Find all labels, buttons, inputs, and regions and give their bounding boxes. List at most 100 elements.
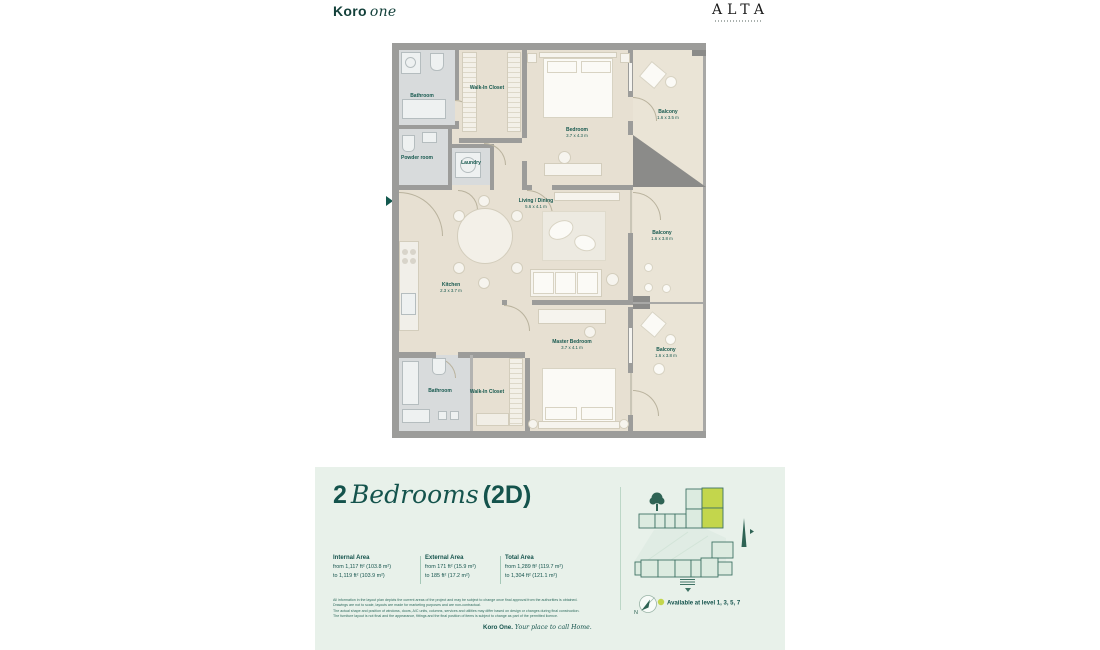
wall [692, 50, 706, 56]
external-area-to: to 185 ft² (17.2 m²) [425, 572, 470, 579]
wall [628, 233, 633, 300]
wall [399, 125, 455, 129]
side-table [606, 273, 619, 286]
stove-burner [402, 258, 408, 264]
wall [522, 50, 527, 138]
unit-outlines [634, 488, 734, 578]
balcony-table [665, 334, 676, 345]
wall [399, 352, 436, 358]
wall [522, 185, 532, 190]
wall [525, 358, 530, 431]
bathtub [402, 361, 419, 405]
availability-dot [657, 598, 665, 606]
fixture [450, 411, 459, 420]
balcony-table [665, 76, 677, 88]
balcony-chair [644, 283, 653, 292]
kitchen-sink [401, 293, 416, 315]
bed-headboard [539, 52, 617, 58]
nightstand [619, 419, 629, 429]
internal-area-column: Internal Area from 1,117 ft² (103.8 m²) … [333, 555, 415, 581]
sink [422, 132, 437, 143]
wall [628, 415, 633, 431]
koro-logo-text: Koro [333, 3, 367, 19]
dining-chair [511, 262, 523, 274]
bathtub [402, 99, 446, 119]
site-watermark [634, 526, 726, 564]
total-area-to: to 1,304 ft² (121.1 m²) [505, 572, 558, 579]
sink [405, 57, 416, 68]
pillow [581, 61, 611, 73]
balcony-railing [703, 50, 706, 431]
entrance-arrow-icon [386, 196, 393, 206]
window [629, 63, 632, 91]
alta-logo-text: ALTA [712, 2, 769, 18]
stairs-icon [680, 576, 695, 592]
toilet [402, 135, 415, 152]
toilet [430, 53, 444, 71]
room-label-bathroom-bottom: Bathroom [428, 388, 452, 394]
vanity [402, 409, 430, 423]
desk [544, 163, 602, 176]
alta-logo: ALTA [712, 2, 764, 22]
total-area-from: from 1,289 ft² (119.7 m²) [505, 564, 564, 570]
room-label-bathroom-top: Bathroom [410, 93, 434, 99]
wall [470, 355, 473, 431]
north-label: N [634, 610, 638, 615]
internal-area-from: from 1,117 ft² (103.8 m²) [333, 564, 392, 570]
external-area-label: External Area [425, 555, 464, 561]
internal-area-to: to 1,119 ft² (103.9 m²) [333, 572, 385, 579]
section-divider [620, 487, 621, 610]
balcony-chair [662, 284, 671, 293]
footer-tagline: Koro One.Your place to call Home. [483, 624, 592, 631]
bed-headboard [538, 421, 620, 429]
external-area-from: from 171 ft² (15.9 m²) [425, 564, 476, 570]
pillow [581, 407, 613, 420]
total-area-column: Total Area from 1,289 ft² (119.7 m²) to … [505, 555, 600, 581]
stove-burner [410, 258, 416, 264]
nightstand [620, 53, 630, 63]
dining-chair [478, 277, 490, 289]
disclaimer-text: All information in the layout plan depic… [333, 598, 579, 620]
fixture [438, 411, 447, 420]
internal-area-label: Internal Area [333, 555, 370, 561]
external-area-column: External Area from 171 ft² (15.9 m²) to … [425, 555, 497, 581]
wall [455, 121, 459, 129]
nightstand [527, 53, 537, 63]
pillow [545, 407, 577, 420]
room-label-walkin-bottom: Walk-In Closet [469, 389, 505, 395]
highlighted-unit [701, 487, 724, 529]
spire-icon [741, 518, 754, 547]
chair [584, 326, 596, 338]
wall [392, 431, 706, 438]
tree-icon [649, 492, 665, 511]
sofa-cushion [533, 272, 554, 294]
closet-shelves [509, 358, 523, 426]
site-plan-diagram: N Available at level 1, 3, 5, 7 [634, 487, 754, 615]
disclaimer-line: Drawings are not to scale, layouts are m… [333, 603, 481, 608]
sliding-door [630, 373, 632, 415]
koro-logo-one: one [369, 4, 397, 20]
balcony-chair [653, 363, 665, 375]
wall [502, 300, 507, 305]
column-divider [420, 556, 421, 584]
dining-chair [453, 262, 465, 274]
disclaimer-line: The furniture layout is not final and th… [333, 614, 558, 619]
dining-table [457, 208, 513, 264]
wall [459, 138, 522, 143]
washer-door [460, 157, 476, 173]
stove-burner [410, 249, 416, 255]
room-label-walkin-top: Walk-In Closet [469, 85, 505, 91]
wall [392, 43, 706, 50]
wall [522, 161, 527, 190]
